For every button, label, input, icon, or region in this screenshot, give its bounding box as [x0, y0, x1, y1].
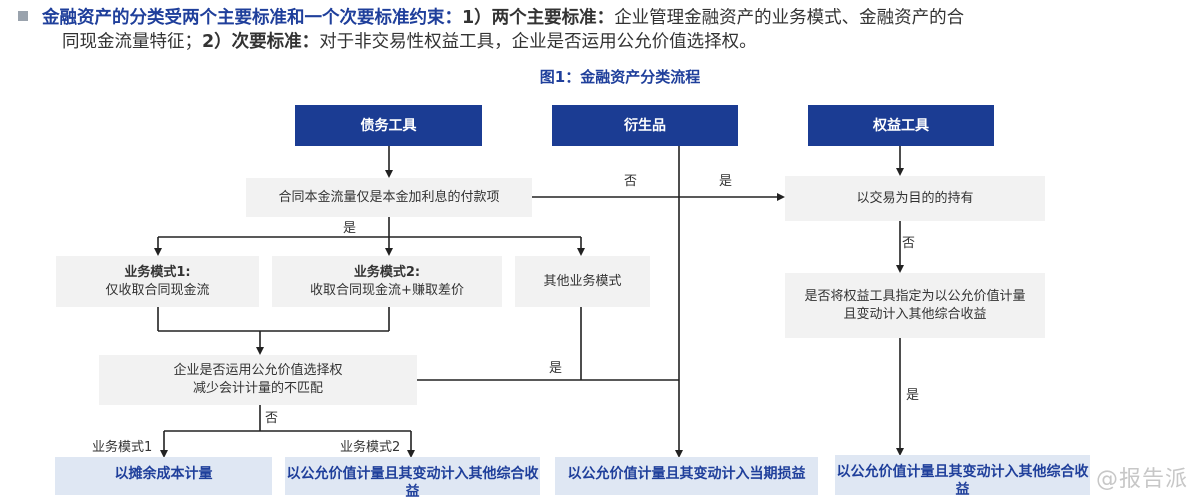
watermark: @报告派	[1095, 467, 1188, 492]
label-no-trading: 否	[902, 236, 916, 251]
figure-title: 图1：金融资产分类流程	[539, 68, 701, 86]
intro-lead: 金融资产的分类受两个主要标准和一个次要标准约束：	[42, 8, 462, 28]
node-debt-instrument: 债务工具	[295, 105, 482, 146]
label-yes-equity: 是	[906, 388, 920, 403]
result-amortized-cost: 以摊余成本计量	[55, 457, 272, 495]
result-fvoci-debt: 以公允价值计量且其变动计入其他综合收益	[285, 457, 540, 500]
fvo-line-2: 减少会计计量的不匹配	[192, 381, 323, 396]
result-fvtpl: 以公允价值计量且其变动计入当期损益	[555, 457, 818, 495]
label-yes-sppi: 是	[343, 221, 357, 236]
label-yes-other: 是	[549, 361, 563, 376]
intro-criteria-2-label: 2）次要标准：	[202, 32, 320, 52]
intro-paragraph: 金融资产的分类受两个主要标准和一个次要标准约束：1）两个主要标准：企业管理金融资…	[18, 6, 1188, 54]
node-other-business-model: 其他业务模式	[515, 256, 650, 307]
node-fair-value-option: 企业是否运用公允价值选择权 减少会计计量的不匹配	[99, 355, 417, 405]
node-sppi-test: 合同本金流量仅是本金加利息的付款项	[246, 178, 532, 217]
node-held-for-trading: 以交易为目的的持有	[785, 176, 1045, 221]
label-no-sppi: 否	[624, 174, 638, 189]
equity-question-line-1: 是否将权益工具指定为以公允价值计量	[804, 288, 1026, 304]
node-equity-fvoci-election: 是否将权益工具指定为以公允价值计量 且变动计入其他综合收益	[785, 273, 1045, 338]
bm1-title: 业务模式1:	[124, 264, 191, 280]
intro-criteria-1-label: 1）两个主要标准：	[462, 8, 615, 28]
intro-criteria-2-text: 对于非交易性权益工具，企业是否运用公允价值选择权。	[319, 32, 757, 52]
label-business-model-2: 业务模式2	[340, 440, 401, 455]
label-yes-trading: 是	[719, 174, 733, 189]
result-fvoci-equity: 以公允价值计量且其变动计入其他综合收益	[835, 455, 1090, 498]
node-business-model-1: 业务模式1: 仅收取合同现金流	[56, 256, 259, 307]
label-no-fvo: 否	[265, 411, 279, 426]
bm2-description: 收取合同现金流+赚取差价	[310, 282, 464, 298]
bm1-description: 仅收取合同现金流	[105, 282, 210, 298]
equity-question-line-2: 且变动计入其他综合收益	[843, 306, 987, 322]
intro-criteria-1-text: 企业管理金融资产的业务模式、金融资产的合	[614, 8, 965, 28]
fvo-line-1: 企业是否运用公允价值选择权	[173, 363, 343, 378]
node-equity-instrument: 权益工具	[808, 105, 994, 146]
intro-line-2: 同现金流量特征；2）次要标准：对于非交易性权益工具，企业是否运用公允价值选择权。	[18, 30, 1188, 54]
intro-criteria-1-text-cont: 同现金流量特征；	[62, 32, 202, 52]
label-business-model-1: 业务模式1	[92, 440, 153, 455]
node-derivative: 衍生品	[552, 105, 738, 146]
bm2-title: 业务模式2:	[353, 264, 421, 280]
bullet-square-icon	[18, 11, 28, 21]
node-business-model-2: 业务模式2: 收取合同现金流+赚取差价	[272, 256, 502, 307]
